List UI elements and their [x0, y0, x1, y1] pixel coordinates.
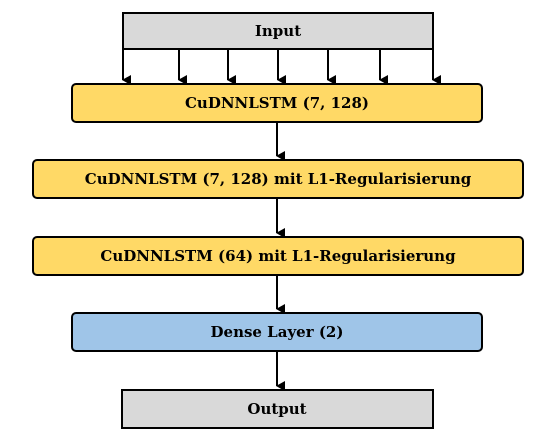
input-to-lstm1-edges: [122, 49, 441, 85]
dense-label: Dense Layer (2): [211, 323, 344, 341]
output-node: Output: [121, 389, 434, 429]
input-label: Input: [255, 22, 301, 40]
dense-node: Dense Layer (2): [71, 312, 483, 352]
lstm2-node: CuDNNLSTM (7, 128) mit L1-Regularisierun…: [32, 159, 524, 199]
lstm1-label: CuDNNLSTM (7, 128): [185, 94, 369, 112]
lstm3-node: CuDNNLSTM (64) mit L1-Regularisierung: [32, 236, 524, 276]
output-box: [121, 389, 434, 429]
input-node: Input: [122, 12, 434, 50]
lstm2-label: CuDNNLSTM (7, 128) mit L1-Regularisierun…: [85, 170, 472, 188]
lstm1-node: CuDNNLSTM (7, 128): [71, 83, 483, 123]
output-label: Output: [247, 400, 306, 418]
input-box: [122, 12, 434, 50]
lstm3-label: CuDNNLSTM (64) mit L1-Regularisierung: [100, 247, 456, 265]
